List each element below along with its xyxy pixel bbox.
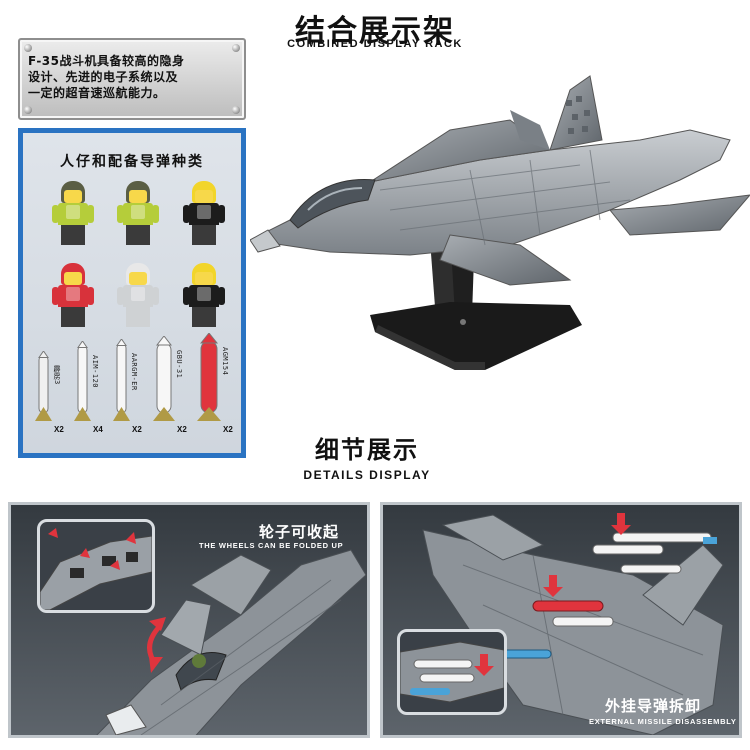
minifig-arm bbox=[152, 205, 159, 223]
minifig-vest bbox=[66, 287, 80, 301]
minifig-vest bbox=[197, 287, 211, 301]
bolt-icon bbox=[24, 44, 32, 52]
minifig-vest bbox=[131, 205, 145, 219]
description-text: F-35战斗机具备较高的隐身 设计、先进的电子系统以及 一定的超音速巡航能力。 bbox=[28, 53, 242, 101]
minifig-vest bbox=[131, 287, 145, 301]
missile-inset bbox=[397, 629, 507, 715]
missile-label: 霹雳3 bbox=[53, 365, 61, 385]
minifig-torso bbox=[123, 285, 153, 307]
missile-closeup-image bbox=[400, 641, 504, 703]
minifig-face bbox=[195, 272, 213, 285]
minifig-legs bbox=[126, 225, 150, 245]
minifig-figure bbox=[183, 263, 225, 329]
minifig-face bbox=[64, 272, 82, 285]
missile-label: GBU-31 bbox=[175, 350, 183, 379]
bolt-icon bbox=[232, 44, 240, 52]
minifig-vest bbox=[66, 205, 80, 219]
minifig-arm bbox=[117, 287, 124, 305]
jet-body bbox=[250, 75, 750, 286]
missile-quantity: X2 bbox=[132, 425, 142, 434]
wheels-caption: 轮子可收起 bbox=[259, 523, 340, 541]
bolt-icon bbox=[232, 106, 240, 114]
minifig-arm bbox=[117, 205, 124, 223]
missile-model bbox=[153, 336, 175, 421]
pylon-missiles bbox=[502, 532, 717, 659]
missile-model bbox=[35, 351, 52, 421]
minifig-arm bbox=[218, 287, 225, 305]
minifig-arm bbox=[183, 205, 190, 223]
main-jet-image bbox=[250, 75, 750, 370]
combined-display-title: 结合展示架 bbox=[295, 14, 455, 49]
landing-gear-image bbox=[40, 528, 152, 610]
minifig-arm bbox=[218, 205, 225, 223]
minifig-arm bbox=[52, 205, 59, 223]
minifig-legs bbox=[61, 225, 85, 245]
details-subtitle: DETAILS DISPLAY bbox=[303, 468, 431, 482]
description-line: F-35战斗机具备较高的隐身 bbox=[28, 54, 185, 68]
minifig-torso bbox=[189, 285, 219, 307]
minifig-face bbox=[129, 190, 147, 203]
minifig-face bbox=[195, 190, 213, 203]
wheels-inset bbox=[37, 519, 155, 613]
minifig-figure bbox=[52, 263, 94, 329]
missile-quantity: X4 bbox=[93, 425, 103, 434]
minifig-torso bbox=[58, 285, 88, 307]
description-plate: F-35战斗机具备较高的隐身 设计、先进的电子系统以及 一定的超音速巡航能力。 bbox=[18, 38, 246, 120]
missile-jet-image bbox=[422, 513, 724, 735]
combined-display-subtitle: COMBINED DISPLAY RACK bbox=[287, 38, 463, 50]
minifig-arm bbox=[183, 287, 190, 305]
missile-quantity: X2 bbox=[177, 425, 187, 434]
missile-label: AIM-120 bbox=[91, 355, 99, 389]
minifig-vest bbox=[197, 205, 211, 219]
minifig-arm bbox=[152, 287, 159, 305]
minifig-figure bbox=[117, 263, 159, 329]
minifig-face bbox=[64, 190, 82, 203]
wheels-caption-en: THE WHEELS CAN BE FOLDED UP bbox=[199, 541, 344, 550]
minifig-legs bbox=[61, 307, 85, 327]
minifig-face bbox=[129, 272, 147, 285]
missile-quantity: X2 bbox=[54, 425, 64, 434]
details-title: 细节展示 bbox=[315, 436, 419, 464]
wheels-jet-image bbox=[96, 549, 367, 735]
minifig-arm bbox=[87, 287, 94, 305]
missile-model bbox=[74, 341, 91, 421]
minifig-torso bbox=[123, 203, 153, 225]
down-arrow-icon bbox=[543, 575, 563, 597]
minifig-arm bbox=[52, 287, 59, 305]
missile-label: AGM154 bbox=[221, 347, 229, 376]
description-line: 设计、先进的电子系统以及 bbox=[28, 70, 179, 84]
wheels-detail-panel: 轮子可收起 THE WHEELS CAN BE FOLDED UP bbox=[8, 502, 370, 738]
minifig-arm bbox=[87, 205, 94, 223]
description-line: 一定的超音速巡航能力。 bbox=[28, 86, 166, 100]
minifig-legs bbox=[192, 225, 216, 245]
down-arrow-icon bbox=[611, 513, 631, 535]
figures-heading: 人仔和配备导弹种类 bbox=[60, 154, 204, 170]
minifig-figure bbox=[117, 181, 159, 247]
missile-model bbox=[113, 339, 130, 421]
minifig-legs bbox=[192, 307, 216, 327]
bolt-icon bbox=[24, 106, 32, 114]
missile-detail-panel: 外挂导弹拆卸 EXTERNAL MISSILE DISASSEMBLY bbox=[380, 502, 742, 738]
minifig-torso bbox=[189, 203, 219, 225]
minifig-legs bbox=[126, 307, 150, 327]
minifig-figure bbox=[183, 181, 225, 247]
missile-caption: 外挂导弹拆卸 bbox=[605, 697, 702, 715]
missile-caption-en: EXTERNAL MISSILE DISASSEMBLY bbox=[589, 717, 737, 726]
missile-label: AARGM-ER bbox=[130, 353, 138, 391]
missile-quantity: X2 bbox=[223, 425, 233, 434]
minifig-torso bbox=[58, 203, 88, 225]
missile-model bbox=[197, 333, 221, 421]
minifig-figure bbox=[52, 181, 94, 247]
